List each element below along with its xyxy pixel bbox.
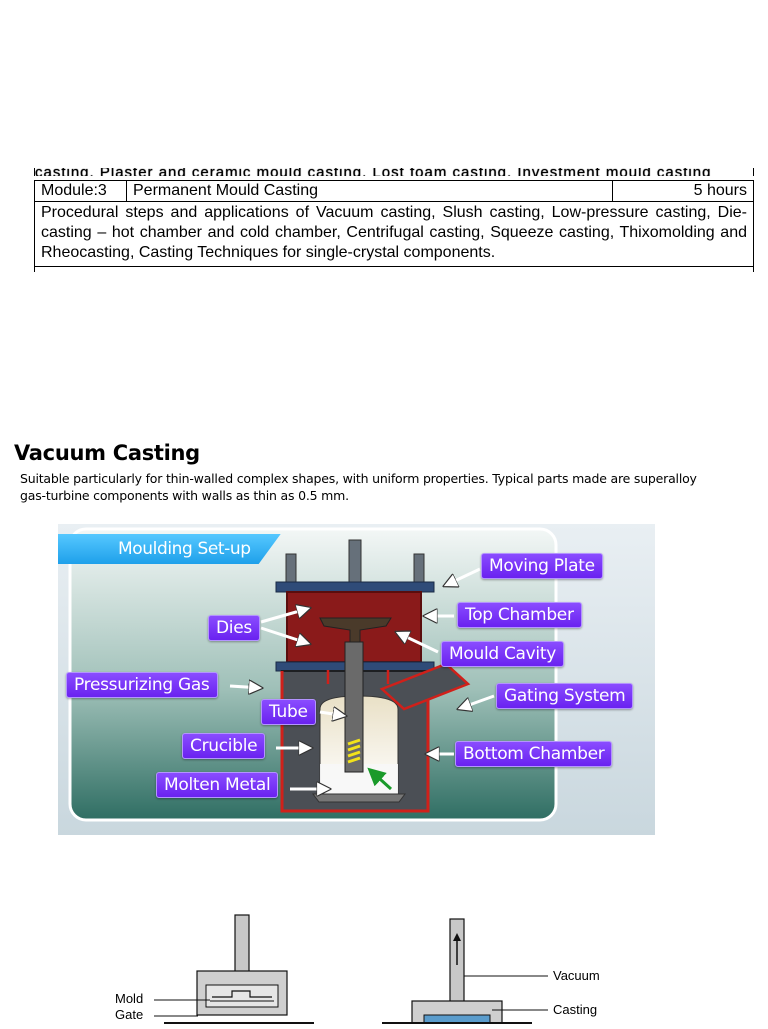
- label-bottom-chamber: Bottom Chamber: [455, 741, 613, 767]
- label-mould-cavity: Mould Cavity: [441, 641, 564, 667]
- module-label: Module:3: [34, 180, 127, 202]
- vacuum-casting-drawing: [154, 914, 548, 1025]
- module-title: Permanent Mould Casting: [126, 180, 613, 202]
- syllabus-module-table: Module:3 Permanent Mould Casting 5 hours…: [34, 180, 754, 267]
- label-vacuum: Vacuum: [553, 968, 600, 983]
- label-pressurizing-gas: Pressurizing Gas: [66, 672, 218, 698]
- table-continuation: [34, 267, 754, 272]
- label-gating-system: Gating System: [496, 683, 634, 709]
- section-text: Suitable particularly for thin-walled co…: [20, 471, 697, 503]
- syllabus-table: casting, Plaster and ceramic mould casti…: [34, 168, 754, 272]
- label-tube: Tube: [261, 699, 316, 725]
- module-description-row: Procedural steps and applications of Vac…: [34, 201, 754, 267]
- label-moving-plate: Moving Plate: [481, 553, 603, 579]
- section-title: Vacuum Casting: [14, 441, 200, 465]
- moulding-setup-figure: Moulding Set-up Moving Plate Top Chamber…: [58, 524, 655, 835]
- label-crucible: Crucible: [182, 733, 266, 759]
- syllabus-cut-off-row: casting, Plaster and ceramic mould casti…: [34, 168, 754, 176]
- label-dies: Dies: [208, 615, 260, 641]
- moulding-setup-tag: Moulding Set-up: [58, 534, 281, 564]
- module-description: Procedural steps and applications of Vac…: [34, 201, 754, 267]
- label-molten-metal: Molten Metal: [156, 772, 279, 798]
- module-hours: 5 hours: [612, 180, 754, 202]
- label-casting: Casting: [553, 1002, 598, 1017]
- label-gate: Gate: [115, 1007, 144, 1022]
- label-top-chamber: Top Chamber: [457, 602, 582, 628]
- module-header-row: Module:3 Permanent Mould Casting 5 hours: [34, 180, 754, 202]
- label-mold: Mold: [115, 991, 144, 1006]
- vacuum-casting-schematic: Mold Gate Vacuum Casting: [100, 905, 660, 1025]
